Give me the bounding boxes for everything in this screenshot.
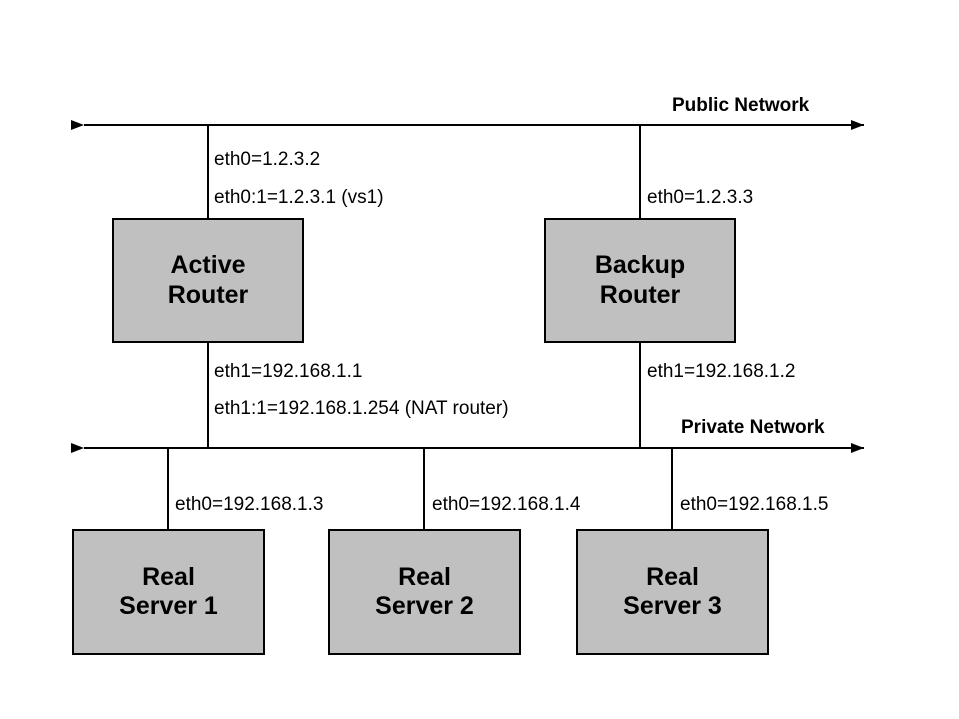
real-server-3-line-2: Server 3 bbox=[623, 592, 722, 620]
real-server-2-box[interactable]: Real Server 2 bbox=[328, 529, 521, 655]
label-backup-router-eth0: eth0=1.2.3.3 bbox=[647, 187, 754, 208]
real-server-2-line-1: Real bbox=[398, 562, 451, 591]
label-real-server-2-eth0: eth0=192.168.1.4 bbox=[432, 494, 581, 515]
active-router-line-1: Active bbox=[170, 251, 246, 279]
real-server-1-line-2: Server 1 bbox=[119, 592, 218, 620]
active-router-box[interactable]: Active Router bbox=[112, 218, 304, 343]
backup-router-line-1: Backup bbox=[594, 251, 686, 279]
real-server-1-box[interactable]: Real Server 1 bbox=[72, 529, 265, 655]
real-server-1-line-1: Real bbox=[142, 562, 195, 591]
label-active-router-eth0: eth0=1.2.3.2 bbox=[214, 149, 321, 170]
real-server-2-line-2: Server 2 bbox=[375, 592, 474, 620]
label-active-router-eth0-alias: eth0:1=1.2.3.1 (vs1) bbox=[214, 187, 384, 208]
private-network-label: Private Network bbox=[681, 417, 825, 438]
backup-router-box[interactable]: Backup Router bbox=[544, 218, 736, 343]
real-server-3-box[interactable]: Real Server 3 bbox=[576, 529, 769, 655]
backup-router-line-2: Router bbox=[599, 280, 681, 309]
active-router-line-2: Router bbox=[167, 280, 249, 309]
public-network-label: Public Network bbox=[672, 95, 810, 116]
label-real-server-3-eth0: eth0=192.168.1.5 bbox=[680, 494, 829, 515]
label-active-router-eth1: eth1=192.168.1.1 bbox=[214, 361, 363, 382]
label-backup-router-eth1: eth1=192.168.1.2 bbox=[647, 361, 796, 382]
label-real-server-1-eth0: eth0=192.168.1.3 bbox=[175, 494, 324, 515]
real-server-3-line-1: Real bbox=[646, 562, 699, 591]
label-active-router-eth1-alias: eth1:1=192.168.1.254 (NAT router) bbox=[214, 398, 509, 419]
